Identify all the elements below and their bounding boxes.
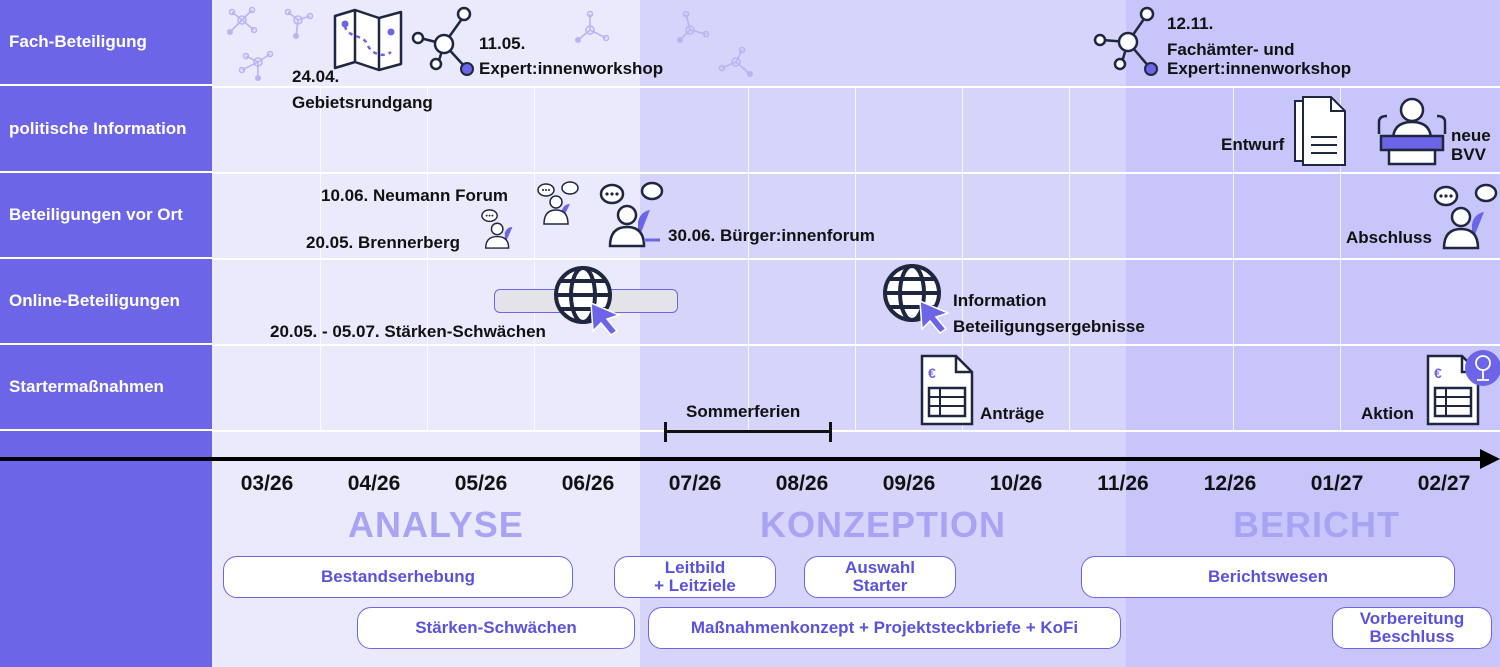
globe-cursor-icon bbox=[554, 266, 622, 336]
aktion-label: Aktion bbox=[1361, 404, 1414, 423]
workshop2-date: 12.11. bbox=[1167, 14, 1214, 33]
month-label: 02/27 bbox=[1417, 472, 1471, 495]
neumann-forum-label: 10.06. Neumann Forum bbox=[321, 186, 509, 205]
tree-badge-icon bbox=[1465, 350, 1500, 386]
phase-konzeption: KONZEPTION bbox=[760, 504, 1007, 545]
row-label-sidebar bbox=[0, 0, 212, 667]
workshop1-title: Expert:innenworkshop bbox=[479, 59, 664, 78]
month-label: 05/26 bbox=[454, 472, 508, 495]
sommerferien-label: Sommerferien bbox=[686, 402, 801, 421]
column-divider bbox=[1340, 86, 1341, 431]
row-divider bbox=[212, 344, 1500, 346]
row-label-politisch: politische Information bbox=[0, 87, 212, 173]
row-label-starter: Startermaßnahmen bbox=[0, 345, 212, 431]
month-label: 03/26 bbox=[240, 472, 294, 495]
sommerferien-bracket-end bbox=[829, 422, 832, 442]
bvv-label-line2: BVV bbox=[1451, 145, 1486, 164]
month-label: 11/26 bbox=[1097, 472, 1149, 495]
column-divider bbox=[534, 86, 535, 431]
row-label-vor-ort: Beteiligungen vor Ort bbox=[0, 173, 212, 259]
konzeption-phase-bg bbox=[640, 0, 1126, 667]
column-divider bbox=[1233, 86, 1234, 431]
document-icon bbox=[1294, 96, 1346, 166]
phase-bericht: BERICHT bbox=[1233, 504, 1400, 545]
workshop2-title-line2: Expert:innenworkshop bbox=[1167, 59, 1352, 78]
pill-berichtswesen: Berichtswesen bbox=[1081, 556, 1455, 598]
row-label-online: Online-Beteiligungen bbox=[0, 259, 212, 345]
map-icon bbox=[333, 8, 403, 72]
svg-text:€: € bbox=[1434, 365, 1442, 381]
workshop1-date: 11.05. bbox=[479, 34, 526, 53]
abschluss-label: Abschluss bbox=[1346, 228, 1432, 247]
network-icon bbox=[227, 6, 314, 81]
sommerferien-bracket bbox=[665, 430, 831, 433]
analyse-phase-bg bbox=[212, 0, 640, 667]
column-divider bbox=[962, 86, 963, 431]
pill-staerken-schwaechen: Stärken-Schwächen bbox=[357, 607, 635, 649]
column-divider bbox=[1069, 86, 1070, 431]
timeline-axis-arrow bbox=[0, 449, 1500, 469]
chat-person-icon bbox=[599, 181, 664, 248]
sommerferien-bracket-start bbox=[664, 422, 667, 442]
network-icon bbox=[411, 6, 474, 76]
speaker-podium-icon bbox=[1377, 97, 1447, 166]
column-divider bbox=[855, 86, 856, 431]
month-label: 04/26 bbox=[347, 472, 401, 495]
month-label: 06/26 bbox=[561, 472, 615, 495]
row-divider bbox=[212, 258, 1500, 260]
bvv-label-line1: neue bbox=[1451, 126, 1491, 145]
gebietsrundgang-title: Gebietsrundgang bbox=[292, 93, 433, 112]
online-staerken-label: 20.05. - 05.07. Stärken-Schwächen bbox=[270, 322, 546, 341]
chat-person-icon bbox=[1433, 183, 1498, 250]
online-info-line2: Beteiligungsergebnisse bbox=[953, 317, 1145, 336]
month-label: 08/26 bbox=[775, 472, 829, 495]
globe-cursor-icon bbox=[883, 264, 951, 334]
chat-person-icon bbox=[537, 181, 579, 225]
column-divider bbox=[427, 86, 428, 431]
network-icon bbox=[575, 10, 753, 77]
form-euro-icon: € bbox=[920, 354, 974, 426]
column-divider bbox=[748, 86, 749, 431]
row-divider bbox=[212, 86, 1500, 88]
workshop2-title-line1: Fachämter- und bbox=[1167, 40, 1295, 59]
gebietsrundgang-date: 24.04. bbox=[292, 67, 340, 86]
phase-analyse: ANALYSE bbox=[348, 504, 524, 545]
pill-leitbild: Leitbild+ Leitziele bbox=[614, 556, 776, 598]
month-label: 01/27 bbox=[1310, 472, 1364, 495]
svg-text:€: € bbox=[928, 365, 936, 381]
month-label: 12/26 bbox=[1203, 472, 1257, 495]
column-divider bbox=[320, 86, 321, 431]
month-label: 10/26 bbox=[989, 472, 1043, 495]
entwurf-label: Entwurf bbox=[1221, 135, 1285, 154]
month-label: 07/26 bbox=[668, 472, 722, 495]
antraege-label: Anträge bbox=[980, 404, 1045, 423]
buergerforum-label: 30.06. Bürger:innenforum bbox=[668, 226, 875, 245]
row-divider bbox=[212, 430, 1500, 432]
pill-bestandserhebung: Bestandserhebung bbox=[223, 556, 573, 598]
chat-person-icon bbox=[481, 209, 513, 249]
row-label-fach: Fach-Beteiligung bbox=[0, 0, 212, 86]
pill-massnahmenkonzept: Maßnahmenkonzept + Projektsteckbriefe + … bbox=[648, 607, 1121, 649]
network-icon bbox=[1093, 6, 1158, 76]
month-label: 09/26 bbox=[882, 472, 936, 495]
online-info-line1: Information bbox=[953, 291, 1047, 310]
brennerberg-label: 20.05. Brennerberg bbox=[306, 233, 461, 252]
row-divider bbox=[212, 172, 1500, 174]
